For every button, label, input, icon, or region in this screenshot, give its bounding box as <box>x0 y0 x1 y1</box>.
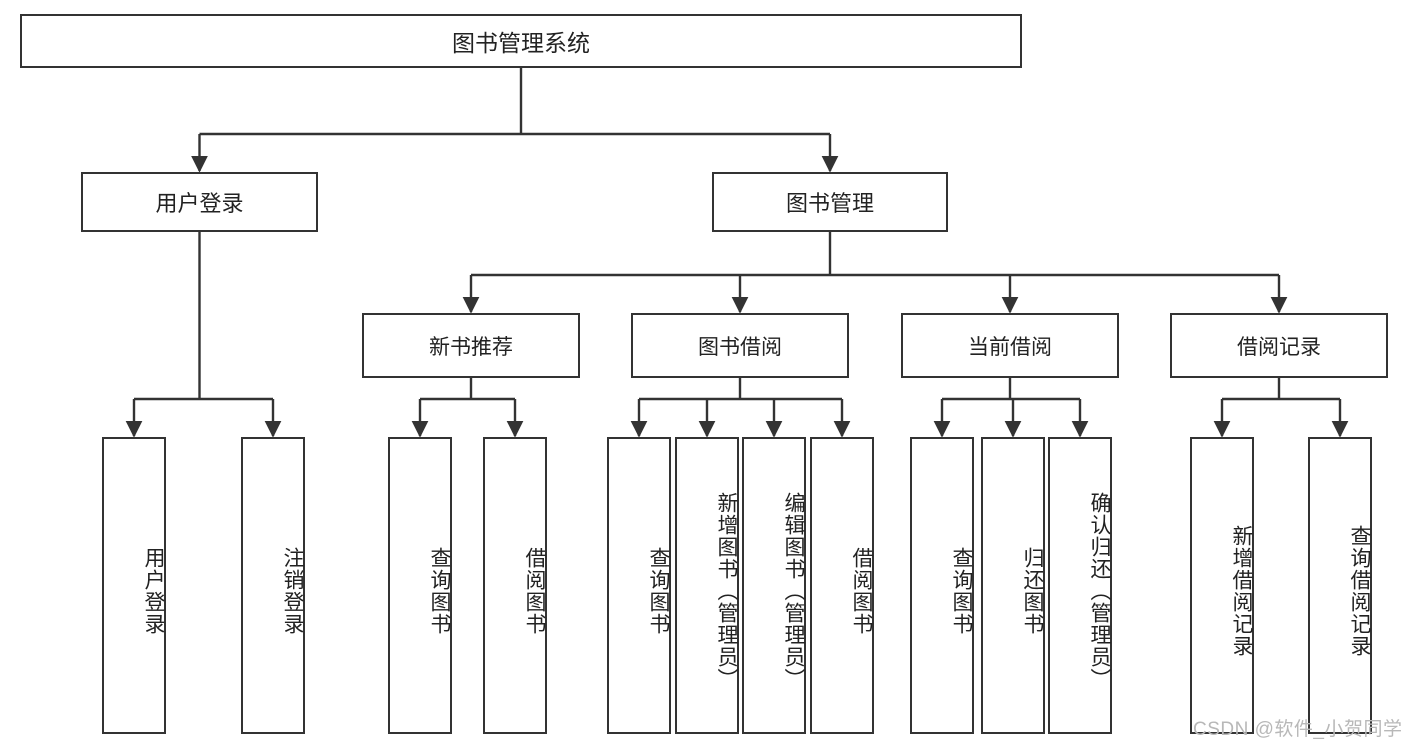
node-label: 查询图书 <box>647 546 670 635</box>
node-label: 归还图书 <box>1021 546 1044 635</box>
node-label: 图书借阅 <box>698 335 782 359</box>
node-label: 图书管理 <box>785 191 874 216</box>
node-leaf-6[interactable]: 新增图书（管理员） <box>675 437 739 734</box>
node-leaf-11[interactable]: 确认归还（管理员） <box>1048 437 1112 734</box>
node-label: 查询借阅记录 <box>1348 524 1371 657</box>
node-label: 新增借阅记录 <box>1230 524 1253 657</box>
node-label: 确认归还（管理员） <box>1088 491 1111 690</box>
node-label: 用户登录 <box>155 191 244 216</box>
node-label: 借阅记录 <box>1237 335 1321 359</box>
node-user-login[interactable]: 用户登录 <box>81 172 318 232</box>
node-label: 借阅图书 <box>850 546 873 635</box>
node-leaf-13[interactable]: 查询借阅记录 <box>1308 437 1372 734</box>
node-label: 借阅图书 <box>523 546 546 635</box>
node-borrow[interactable]: 图书借阅 <box>631 313 849 378</box>
node-leaf-7[interactable]: 编辑图书（管理员） <box>742 437 806 734</box>
node-leaf-9[interactable]: 查询图书 <box>910 437 974 734</box>
node-leaf-2[interactable]: 注销登录 <box>241 437 305 734</box>
node-label: 注销登录 <box>281 546 304 635</box>
node-root[interactable]: 图书管理系统 <box>20 14 1022 68</box>
node-leaf-12[interactable]: 新增借阅记录 <box>1190 437 1254 734</box>
node-leaf-1[interactable]: 用户登录 <box>102 437 166 734</box>
node-leaf-4[interactable]: 借阅图书 <box>483 437 547 734</box>
node-leaf-3[interactable]: 查询图书 <box>388 437 452 734</box>
node-book-mgmt[interactable]: 图书管理 <box>712 172 948 232</box>
node-label: 新增图书（管理员） <box>715 491 738 690</box>
node-leaf-10[interactable]: 归还图书 <box>981 437 1045 734</box>
node-current[interactable]: 当前借阅 <box>901 313 1119 378</box>
node-leaf-8[interactable]: 借阅图书 <box>810 437 874 734</box>
node-label: 用户登录 <box>142 546 165 635</box>
node-new-book[interactable]: 新书推荐 <box>362 313 580 378</box>
watermark-text: CSDN @软件_小贺同学 <box>1193 719 1403 740</box>
node-leaf-5[interactable]: 查询图书 <box>607 437 671 734</box>
node-label: 当前借阅 <box>968 335 1052 359</box>
node-label: 查询图书 <box>950 546 973 635</box>
node-label: 图书管理系统 <box>452 30 590 56</box>
node-label: 查询图书 <box>428 546 451 635</box>
node-label: 编辑图书（管理员） <box>782 491 805 690</box>
node-records[interactable]: 借阅记录 <box>1170 313 1388 378</box>
node-label: 新书推荐 <box>429 335 513 359</box>
